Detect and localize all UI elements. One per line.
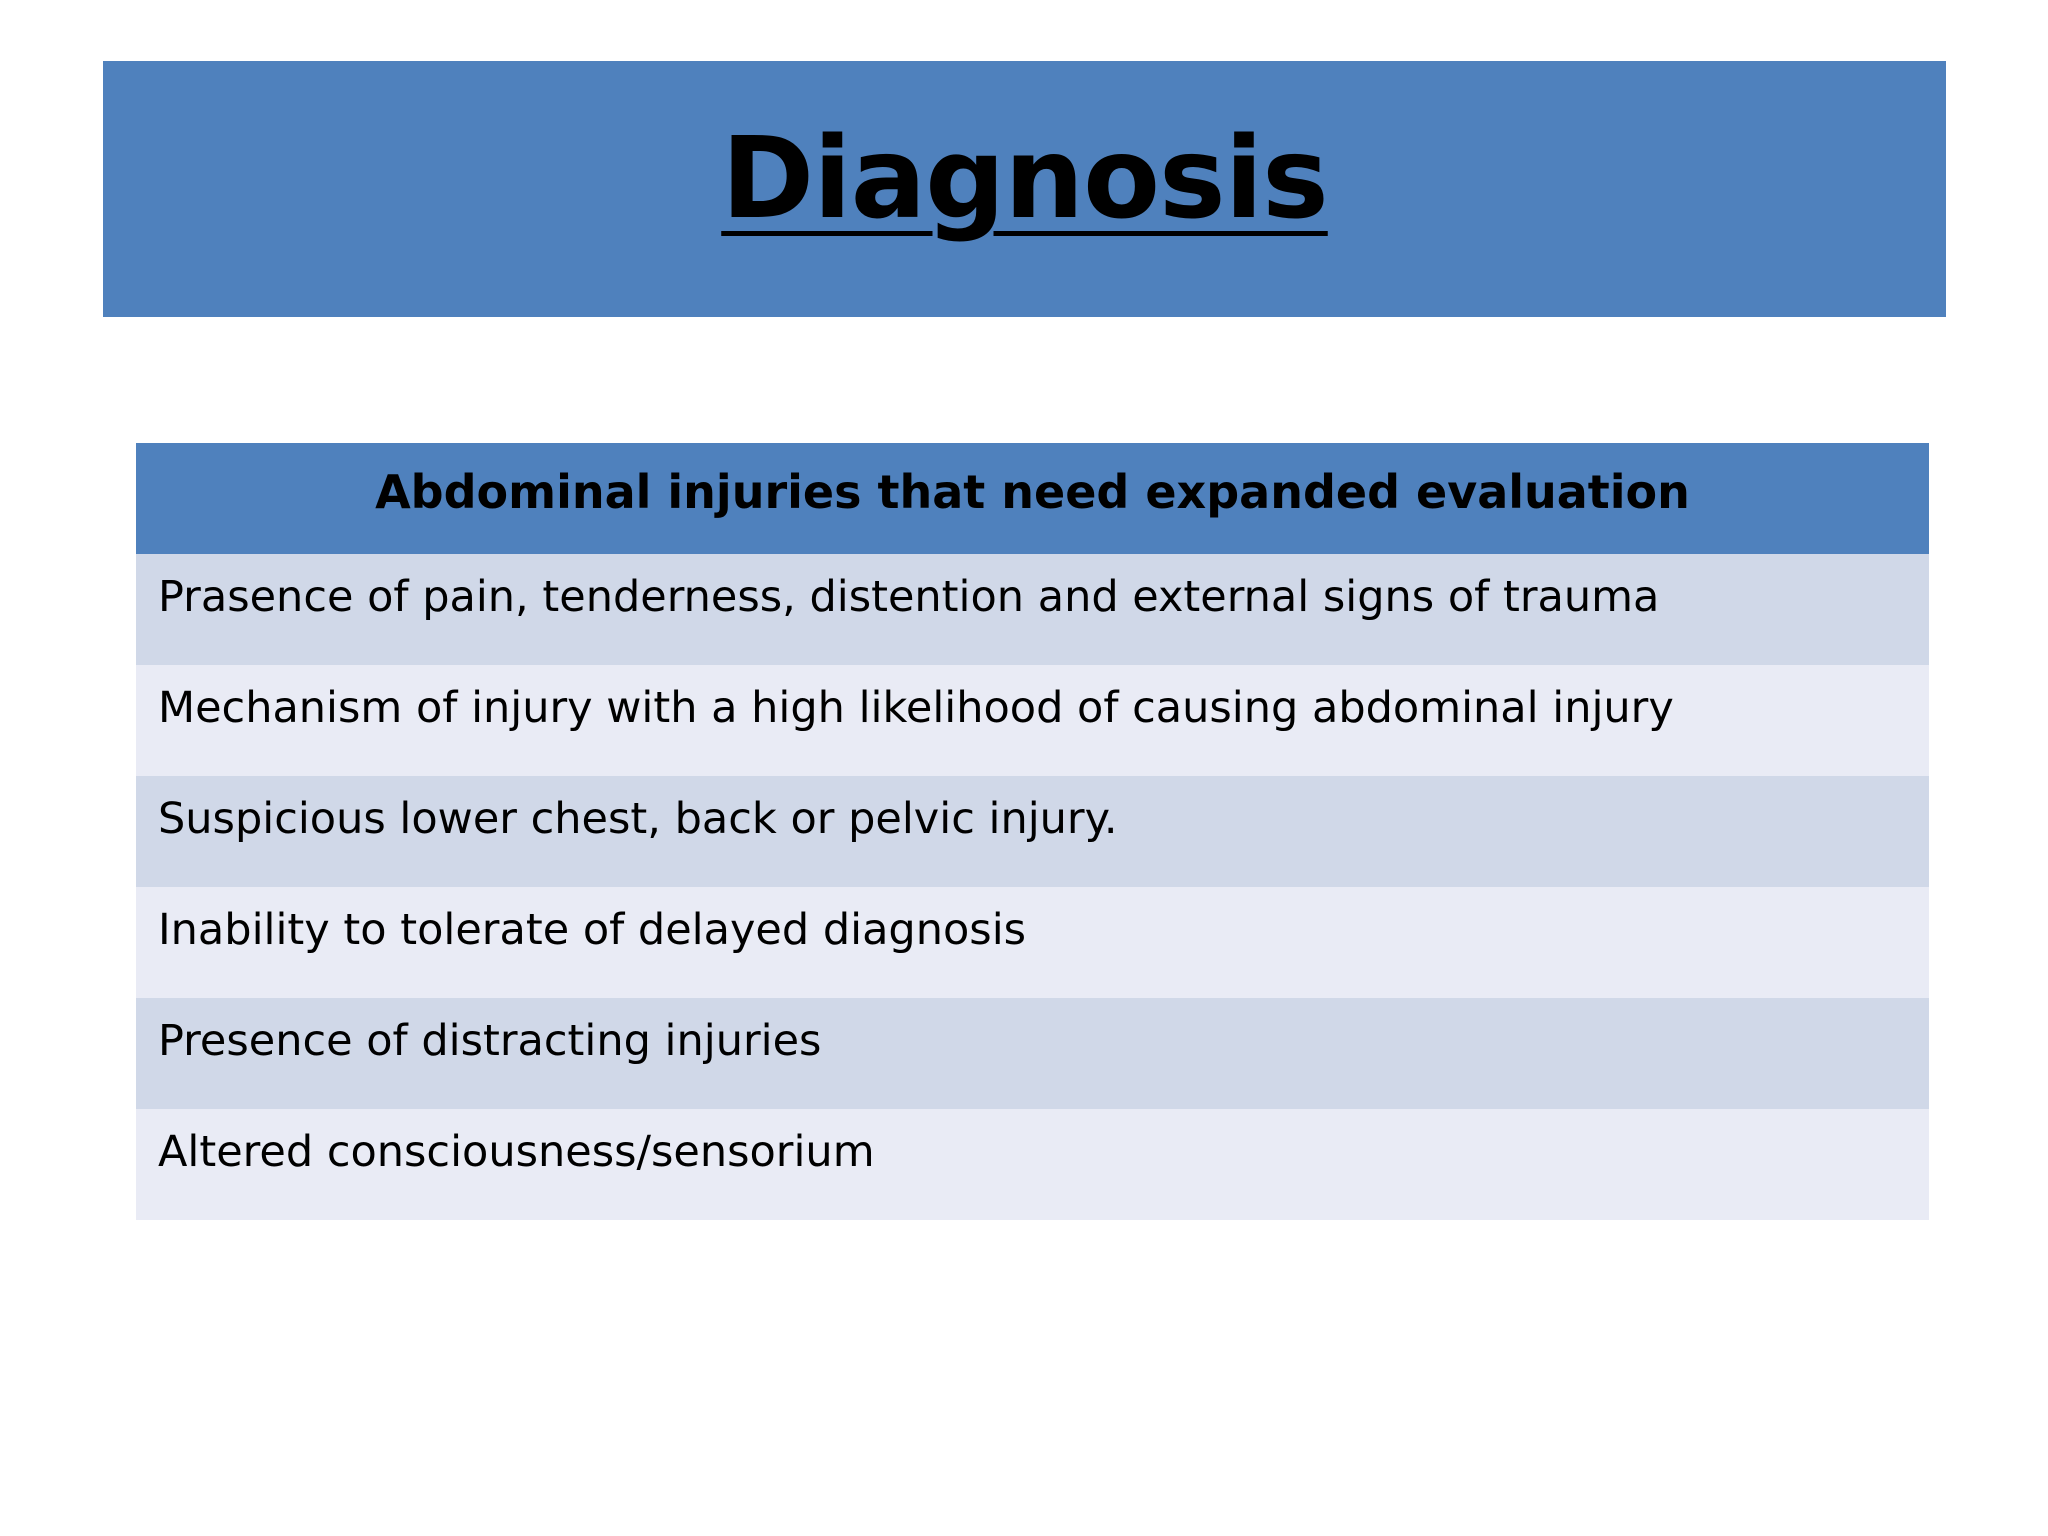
- table-header-label: Abdominal injuries that need expanded ev…: [375, 464, 1690, 519]
- table-row: Prasence of pain, tenderness, distention…: [136, 554, 1929, 665]
- table-cell: Inability to tolerate of delayed diagnos…: [158, 905, 1027, 955]
- table-row: Mechanism of injury with a high likeliho…: [136, 665, 1929, 776]
- table-row: Inability to tolerate of delayed diagnos…: [136, 887, 1929, 998]
- table-cell: Mechanism of injury with a high likeliho…: [158, 683, 1674, 733]
- table-row: Presence of distracting injuries: [136, 998, 1929, 1109]
- evaluation-table: Abdominal injuries that need expanded ev…: [136, 443, 1929, 1220]
- table-cell: Suspicious lower chest, back or pelvic i…: [158, 794, 1118, 844]
- table-cell: Prasence of pain, tenderness, distention…: [158, 572, 1660, 622]
- title-banner: Diagnosis: [103, 61, 1946, 317]
- slide-title: Diagnosis: [721, 114, 1329, 244]
- table-row: Suspicious lower chest, back or pelvic i…: [136, 776, 1929, 887]
- table-cell: Altered consciousness/sensorium: [158, 1127, 875, 1177]
- table-row: Altered consciousness/sensorium: [136, 1109, 1929, 1220]
- table-cell: Presence of distracting injuries: [158, 1016, 822, 1066]
- table-header: Abdominal injuries that need expanded ev…: [136, 443, 1929, 554]
